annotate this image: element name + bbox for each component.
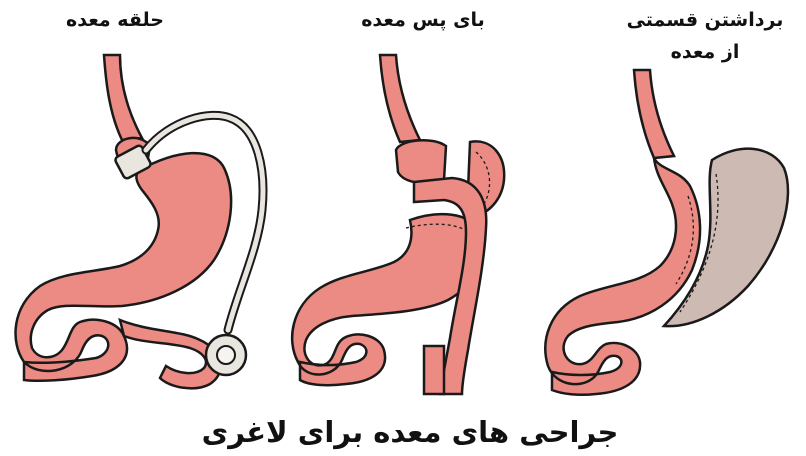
bypass-pouch [396,140,446,183]
gastric-bypass-illustration [292,55,504,394]
gastric-band-illustration [16,55,263,388]
band-esophagus [104,55,142,140]
sleeve-esophagus [634,70,674,158]
bypass-bottom-bowel [424,346,444,394]
sleeve-gastrectomy-illustration [545,70,788,395]
sleeve-stomach [545,158,700,395]
bypass-esophagus [380,55,420,142]
diagram-title: جراحی های معده برای لاغری [180,412,640,452]
band-port-center [217,346,235,364]
